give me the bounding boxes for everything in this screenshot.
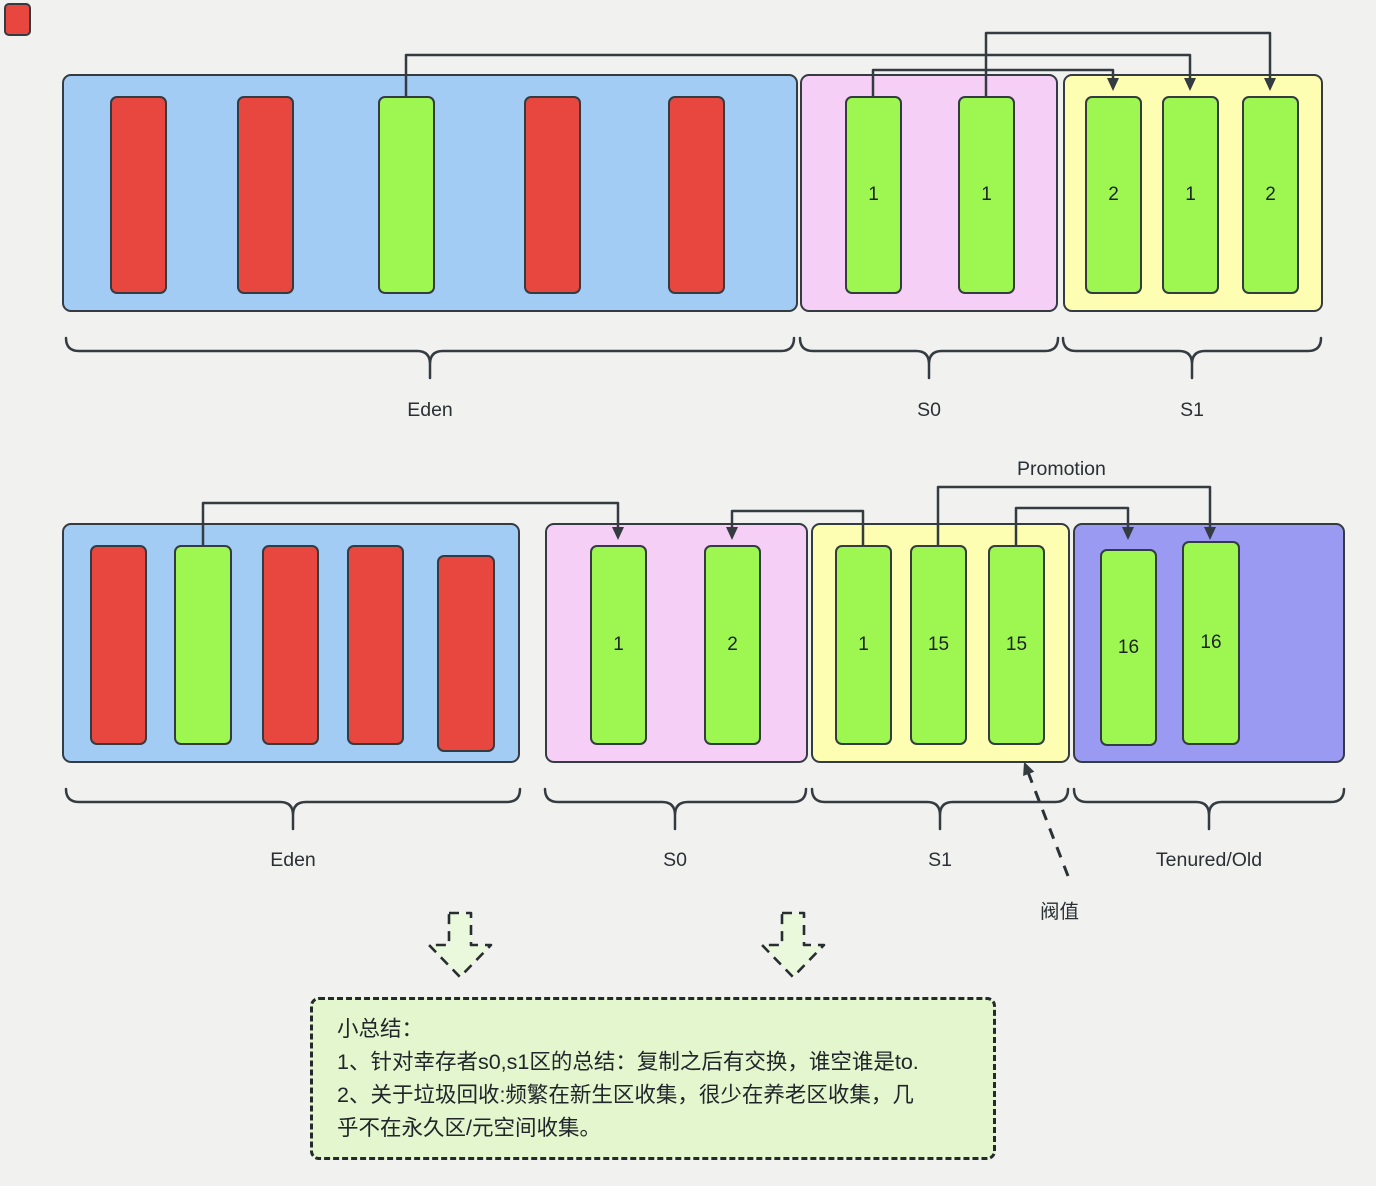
eden-bottom-object-5 [437, 555, 495, 752]
brace-s0-bottom [543, 787, 808, 831]
s1-label-top: S1 [1180, 399, 1204, 421]
eden-top-object-1 [110, 96, 167, 294]
eden-bottom-object-3 [262, 545, 319, 745]
summary-line: 1、针对幸存者s0,s1区的总结：复制之后有交换，谁空谁是to. [337, 1050, 919, 1074]
s1-top-object-1: 2 [1085, 96, 1142, 294]
eden-bottom-object-4 [347, 545, 404, 745]
summary-line: 2、关于垃圾回收:频繁在新生区收集，很少在养老区收集，几 [337, 1083, 914, 1107]
s1-bottom-object-1: 1 [835, 545, 892, 745]
brace-eden-top [64, 336, 796, 380]
s1-bottom-object-2: 15 [910, 545, 967, 745]
flow-down-arrow-right [760, 911, 826, 979]
eden-top-object-3-live [378, 96, 435, 294]
brace-s1-bottom [810, 787, 1070, 831]
tenured-object-1: 16 [1100, 549, 1157, 746]
eden-bottom-object-2-live [174, 545, 232, 745]
promotion-label: Promotion [1017, 458, 1106, 480]
eden-top-object-5 [668, 96, 725, 294]
brace-eden-bottom [64, 787, 522, 831]
summary-line: 乎不在永久区/元空间收集。 [337, 1116, 601, 1140]
eden-top-object-4 [524, 96, 581, 294]
s0-bottom-object-2: 2 [704, 545, 761, 745]
tenured-object-2: 16 [1182, 541, 1240, 745]
s0-label-top: S0 [917, 399, 941, 421]
flow-down-arrow-left [427, 911, 493, 979]
s1-top-object-2: 1 [1162, 96, 1219, 294]
s0-label-bottom: S0 [663, 849, 687, 871]
summary-box: 小总结： 1、针对幸存者s0,s1区的总结：复制之后有交换，谁空谁是to. 2、… [310, 997, 996, 1160]
s0-region-bottom [545, 523, 808, 763]
s1-label-bottom: S1 [928, 849, 952, 871]
s0-region-top [800, 74, 1058, 312]
brace-s0-top [798, 336, 1060, 380]
brace-s1-top [1061, 336, 1323, 380]
s0-top-object-1: 1 [845, 96, 902, 294]
eden-bottom-object-1 [90, 545, 147, 745]
eden-label-top: Eden [407, 399, 453, 421]
s1-bottom-object-3: 15 [988, 545, 1045, 745]
tenured-label: Tenured/Old [1155, 849, 1263, 871]
threshold-label: 阀值 [1040, 901, 1080, 923]
eden-label-bottom: Eden [270, 849, 316, 871]
brace-tenured [1072, 787, 1346, 831]
s1-top-object-3: 2 [1242, 96, 1299, 294]
summary-line: 小总结： [337, 1017, 424, 1041]
eden-top-object-2 [237, 96, 294, 294]
s0-bottom-object-1: 1 [590, 545, 647, 745]
s0-top-object-2: 1 [958, 96, 1015, 294]
stray-red-block [4, 3, 31, 36]
